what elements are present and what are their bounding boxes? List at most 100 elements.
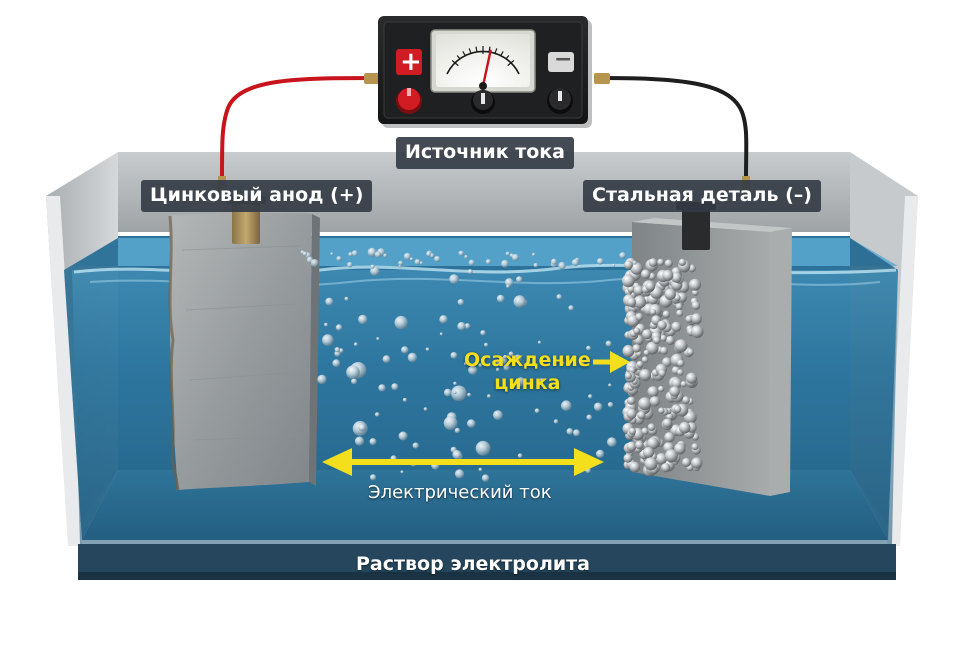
black-wire-connector bbox=[594, 73, 610, 84]
zinc-bead bbox=[645, 281, 655, 292]
zinc-bead bbox=[629, 461, 641, 473]
red-knob[interactable] bbox=[396, 88, 422, 114]
meter-tick bbox=[456, 55, 461, 60]
zinc-bead bbox=[657, 258, 665, 266]
zinc-bead bbox=[642, 329, 652, 340]
gas-bubble bbox=[453, 381, 457, 386]
surface-bubble bbox=[409, 257, 414, 261]
gas-bubble bbox=[358, 314, 368, 325]
gas-bubble bbox=[593, 402, 603, 412]
cathode-label: Стальная деталь (–) bbox=[583, 180, 821, 212]
surface-bubble bbox=[501, 259, 509, 268]
gas-bubble bbox=[504, 278, 514, 287]
gas-bubble bbox=[423, 407, 428, 411]
zinc-bead bbox=[691, 313, 702, 324]
surface-bubble bbox=[558, 261, 566, 270]
zinc-bead bbox=[639, 369, 652, 381]
gas-bubble bbox=[561, 400, 572, 412]
gas-bubble bbox=[480, 330, 486, 336]
current-label: Электрический ток bbox=[368, 482, 552, 503]
meter-tick bbox=[462, 51, 466, 57]
gas-bubble bbox=[495, 367, 500, 372]
gas-bubble bbox=[463, 362, 467, 366]
gas-bubble bbox=[586, 414, 592, 421]
zinc-bead bbox=[652, 336, 661, 345]
zinc-bead bbox=[678, 258, 686, 266]
gas-bubble bbox=[605, 340, 612, 347]
gas-bubble bbox=[607, 437, 617, 447]
zinc-deposit-icon bbox=[621, 257, 704, 477]
zinc-bead bbox=[635, 313, 644, 321]
gas-bubble bbox=[493, 410, 503, 420]
meter-ticks bbox=[451, 46, 515, 67]
gas-bubble bbox=[378, 384, 386, 392]
gas-bubble bbox=[374, 412, 380, 417]
zinc-bead bbox=[632, 344, 641, 353]
gas-bubble bbox=[467, 419, 476, 428]
meter-tick bbox=[475, 46, 478, 52]
zinc-bead bbox=[669, 386, 680, 397]
anode-label: Цинковый анод (+) bbox=[141, 180, 373, 212]
surface-bubble bbox=[464, 254, 468, 259]
gas-bubble bbox=[334, 350, 341, 357]
surface-bubble bbox=[347, 261, 353, 268]
gas-bubble bbox=[553, 419, 559, 424]
zinc-bead bbox=[655, 453, 668, 465]
zinc-bead bbox=[674, 443, 686, 455]
right-knob[interactable] bbox=[547, 88, 573, 114]
surface-bubble bbox=[383, 253, 388, 258]
surface-bubble bbox=[505, 251, 510, 256]
gas-bubble bbox=[467, 269, 473, 275]
zinc-bead bbox=[664, 288, 676, 300]
center-knob[interactable] bbox=[471, 90, 495, 114]
zinc-bead bbox=[666, 413, 674, 421]
deposit-label: Осаждение цинка bbox=[464, 349, 591, 395]
meter-tick bbox=[505, 55, 510, 60]
cathode-clamp bbox=[682, 206, 710, 250]
gas-bubble bbox=[586, 345, 591, 351]
gas-bubble bbox=[358, 424, 366, 432]
gas-bubble bbox=[503, 354, 508, 360]
zinc-bead bbox=[647, 386, 659, 398]
red-wire-connector bbox=[364, 73, 380, 84]
gas-bubble bbox=[608, 383, 612, 387]
zinc-bead bbox=[692, 289, 699, 296]
zinc-bead bbox=[627, 285, 635, 293]
gas-bubble bbox=[354, 436, 365, 446]
gas-bubble bbox=[439, 332, 443, 336]
zinc-bead bbox=[665, 335, 675, 345]
zinc-bead bbox=[640, 269, 651, 280]
gas-bubble bbox=[367, 247, 377, 257]
surface-bubble bbox=[571, 258, 580, 267]
surface-bubble bbox=[374, 251, 382, 258]
tank-left-edge bbox=[46, 196, 82, 546]
surface-bubble bbox=[511, 253, 519, 262]
zinc-bead bbox=[691, 457, 703, 469]
surface-bubble bbox=[302, 251, 308, 257]
black-wire bbox=[596, 76, 749, 180]
gas-bubble bbox=[398, 431, 408, 441]
zinc-bead bbox=[675, 303, 683, 311]
meter-tick bbox=[451, 60, 459, 67]
surface-bubble bbox=[533, 263, 539, 268]
gas-bubble bbox=[568, 305, 574, 311]
steel-cathode bbox=[621, 202, 792, 496]
zinc-bead bbox=[624, 372, 632, 380]
gas-bubble bbox=[443, 416, 458, 430]
gas-bubble bbox=[534, 408, 540, 414]
zinc-bead bbox=[626, 441, 637, 452]
gas-bubble bbox=[322, 334, 334, 346]
anode-plate bbox=[169, 213, 312, 490]
zinc-bead bbox=[627, 396, 636, 405]
gas-bubble bbox=[468, 365, 478, 375]
gas-bubble bbox=[517, 453, 523, 459]
zinc-bead bbox=[626, 297, 637, 307]
cathode-plate-edge bbox=[770, 228, 792, 496]
gas-bubble bbox=[394, 315, 408, 330]
zinc-bead bbox=[658, 369, 666, 377]
gas-bubble bbox=[457, 299, 464, 306]
gas-bubble bbox=[338, 348, 344, 353]
plus-icon: + bbox=[400, 47, 422, 77]
